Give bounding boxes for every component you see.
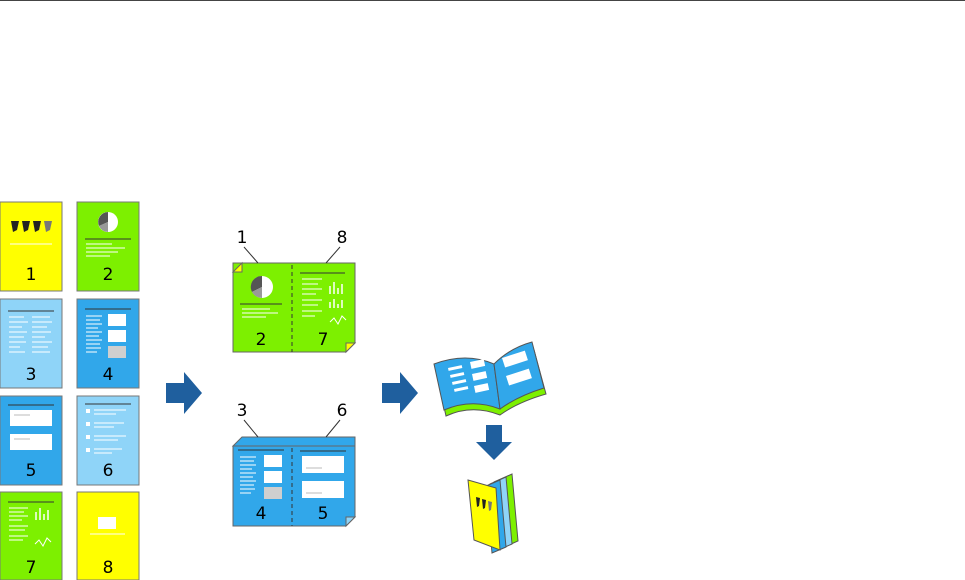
page-number: 2 <box>103 265 114 285</box>
page-number: 1 <box>26 265 37 285</box>
pie-chart-icon <box>98 212 118 232</box>
page-number: 6 <box>103 461 114 481</box>
arrow-right-icon <box>166 372 202 414</box>
page-1: 1 <box>0 202 62 291</box>
page-8: 8 <box>77 492 139 580</box>
sheet-left-page-number: 4 <box>256 504 267 524</box>
page-7: 7 <box>0 492 62 580</box>
sheet-right-page-number: 5 <box>318 504 329 524</box>
page-3: 3 <box>0 299 62 388</box>
closed-booklet-icon <box>468 474 518 553</box>
callout-line <box>244 420 258 437</box>
page-4: 4 <box>77 299 139 388</box>
callout-back-page-number: 8 <box>337 228 348 248</box>
arrow-right-icon <box>382 372 418 414</box>
page-number: 3 <box>26 365 37 385</box>
callout-line <box>326 247 340 263</box>
sheet-bottom: 4 5 <box>233 437 355 526</box>
callout-line <box>244 247 258 263</box>
page-number: 7 <box>26 558 37 578</box>
sheet-right-page-number: 7 <box>318 330 329 350</box>
page-6: 6 <box>77 396 139 485</box>
callout-back-page-number: 6 <box>337 401 348 421</box>
open-booklet-icon <box>434 342 546 416</box>
sheet-top: 2 7 <box>233 263 355 352</box>
page-5: 5 <box>0 396 62 485</box>
sheet-left-page-number: 2 <box>256 330 267 350</box>
page-number: 4 <box>103 365 114 385</box>
page-2: 2 <box>77 202 139 291</box>
callout-back-page-number: 1 <box>237 228 248 248</box>
page-number: 8 <box>103 558 114 578</box>
arrow-down-icon <box>476 425 512 460</box>
pie-chart-icon <box>251 276 273 298</box>
page-number: 5 <box>26 461 37 481</box>
callout-back-page-number: 3 <box>237 401 248 421</box>
callout-line <box>326 420 340 437</box>
